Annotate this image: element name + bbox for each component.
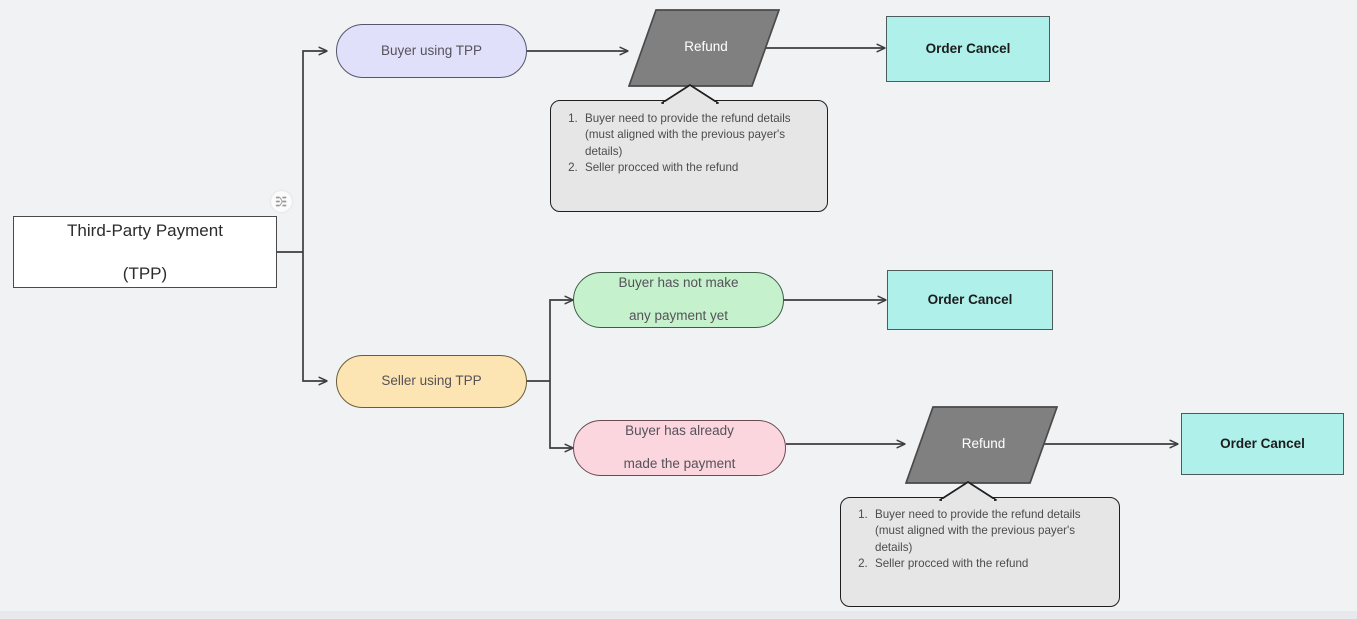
node-buyer-using-tpp-label: Buyer using TPP	[380, 42, 483, 58]
node-buyer-no-payment-line2: any payment yet	[628, 308, 729, 324]
node-buyer-paid-line1: Buyer has already	[625, 422, 734, 438]
node-tpp-line2: (TPP)	[122, 263, 168, 283]
note-bottom-tail	[939, 481, 997, 501]
node-order-cancel-bottom-label: Order Cancel	[1220, 435, 1305, 451]
note-bottom-item-2: Seller procced with the refund	[871, 556, 1109, 572]
node-buyer-using-tpp[interactable]: Buyer using TPP	[336, 24, 527, 78]
note-refund-top: Buyer need to provide the refund details…	[550, 100, 828, 212]
edge-tpp-to-seller	[302, 252, 327, 381]
node-seller-using-tpp-label: Seller using TPP	[381, 373, 482, 389]
node-order-cancel-top-label: Order Cancel	[925, 40, 1011, 56]
note-top-item-1: Buyer need to provide the refund details…	[581, 111, 817, 160]
node-order-cancel-top[interactable]: Order Cancel	[886, 16, 1050, 82]
note-top-item-2: Seller procced with the refund	[581, 160, 817, 176]
sitemap-icon	[271, 191, 292, 212]
edge-tpp-to-buyer	[302, 51, 327, 252]
note-refund-bottom: Buyer need to provide the refund details…	[840, 497, 1120, 607]
node-refund-bottom[interactable]: Refund	[905, 405, 1058, 485]
node-buyer-paid-line2: made the payment	[623, 456, 736, 472]
edge-seller-to-paid	[549, 381, 573, 448]
note-bottom-item-1: Buyer need to provide the refund details…	[871, 507, 1109, 556]
node-order-cancel-mid[interactable]: Order Cancel	[887, 270, 1053, 330]
node-refund-bottom-label: Refund	[961, 435, 1006, 451]
node-refund-top[interactable]: Refund	[628, 8, 780, 88]
node-third-party-payment[interactable]: Third-Party Payment (TPP)	[13, 216, 277, 288]
node-buyer-no-payment-line1: Buyer has not make	[618, 274, 739, 290]
node-order-cancel-mid-label: Order Cancel	[927, 291, 1013, 307]
node-seller-using-tpp[interactable]: Seller using TPP	[336, 355, 527, 408]
node-refund-top-label: Refund	[684, 38, 728, 54]
node-buyer-no-payment[interactable]: Buyer has not make any payment yet	[573, 272, 784, 328]
node-buyer-paid[interactable]: Buyer has already made the payment	[573, 420, 786, 476]
node-order-cancel-bottom[interactable]: Order Cancel	[1181, 413, 1344, 475]
edge-seller-to-nopayment	[549, 300, 573, 381]
bottom-strip	[0, 611, 1357, 619]
node-tpp-line1: Third-Party Payment	[67, 221, 223, 241]
note-top-tail	[661, 84, 719, 104]
